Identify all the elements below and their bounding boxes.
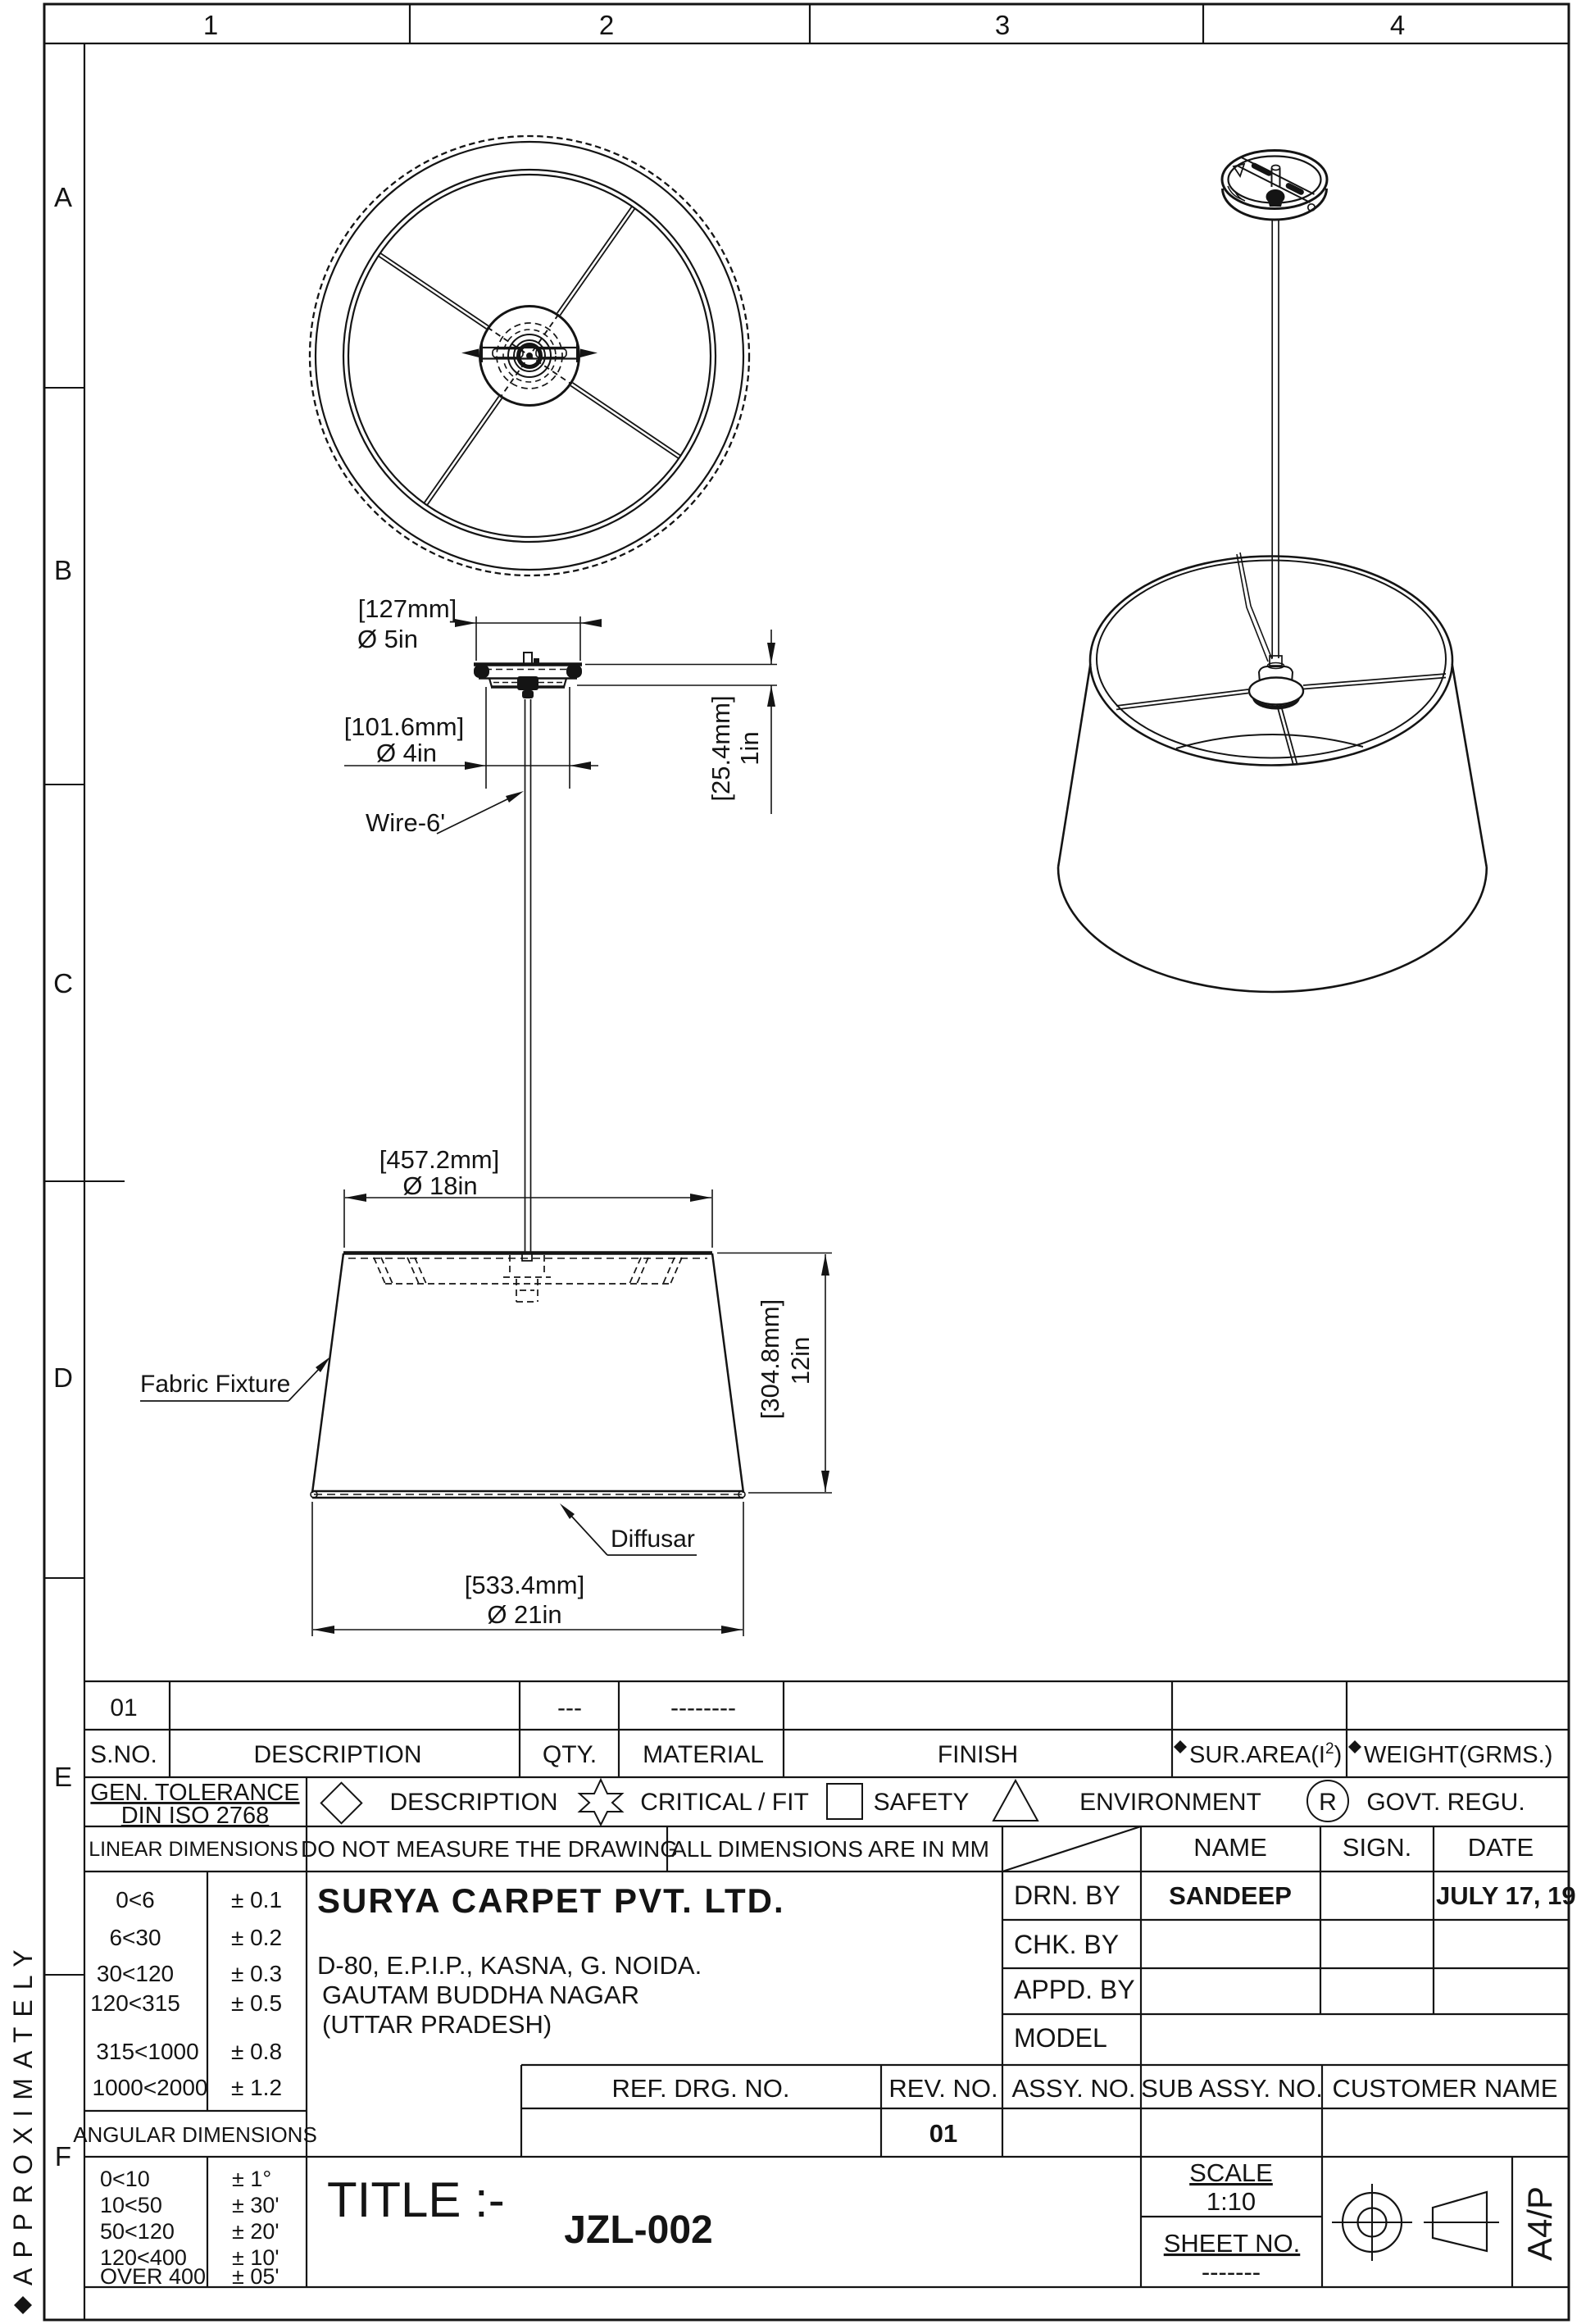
svg-text:CUSTOMER NAME: CUSTOMER NAME [1332, 2074, 1557, 2103]
svg-text:3: 3 [995, 10, 1010, 40]
svg-text:Ø 21in: Ø 21in [487, 1600, 561, 1629]
svg-text:315<1000: 315<1000 [96, 2039, 198, 2064]
svg-text:DIN ISO 2768: DIN ISO 2768 [121, 1803, 270, 1829]
svg-text:GOVT. REGU.: GOVT. REGU. [1366, 1789, 1525, 1816]
svg-text:E: E [54, 1762, 72, 1792]
svg-text:GEN. TOLERANCE: GEN. TOLERANCE [90, 1780, 299, 1806]
svg-text:SIGN.: SIGN. [1343, 1833, 1411, 1862]
svg-text:[304.8mm]: [304.8mm] [756, 1299, 784, 1419]
svg-text:MODEL: MODEL [1014, 2023, 1107, 2053]
svg-text:LINEAR DIMENSIONS: LINEAR DIMENSIONS [89, 1838, 298, 1861]
svg-text:ANGULAR DIMENSIONS: ANGULAR DIMENSIONS [73, 2122, 317, 2147]
svg-text:ASSY. NO.: ASSY. NO. [1011, 2074, 1135, 2103]
svg-text:A: A [54, 182, 72, 212]
svg-text:APPROXIMATELY: APPROXIMATELY [8, 1940, 38, 2285]
svg-text:01: 01 [929, 2119, 957, 2148]
svg-text:1000<2000: 1000<2000 [93, 2075, 208, 2100]
svg-text:B: B [54, 555, 72, 585]
svg-text:(UTTAR PRADESH): (UTTAR PRADESH) [322, 2010, 552, 2039]
svg-text:SAFETY: SAFETY [874, 1789, 970, 1816]
svg-text:DO NOT MEASURE THE DRAWING: DO NOT MEASURE THE DRAWING [301, 1836, 678, 1862]
svg-text:± 0.1: ± 0.1 [231, 1887, 282, 1912]
svg-text:SANDEEP: SANDEEP [1169, 1881, 1292, 1910]
svg-text:10<50: 10<50 [100, 2193, 162, 2217]
svg-text:Ø 18in: Ø 18in [402, 1171, 477, 1200]
svg-text:F: F [55, 2141, 71, 2172]
svg-text:DESCRIPTION: DESCRIPTION [253, 1741, 421, 1768]
svg-text:ENVIRONMENT: ENVIRONMENT [1079, 1789, 1261, 1816]
svg-text:NAME: NAME [1193, 1833, 1267, 1862]
svg-text:[533.4mm]: [533.4mm] [465, 1571, 584, 1599]
svg-text:QTY.: QTY. [543, 1741, 597, 1768]
svg-text:± 0.5: ± 0.5 [231, 1990, 282, 2016]
svg-text:SURYA CARPET PVT. LTD.: SURYA CARPET PVT. LTD. [317, 1881, 785, 1920]
svg-text:MATERIAL: MATERIAL [643, 1741, 764, 1768]
svg-text:D: D [53, 1362, 73, 1393]
svg-text:REF. DRG. NO.: REF. DRG. NO. [611, 2074, 789, 2103]
svg-text:50<120: 50<120 [100, 2219, 175, 2244]
svg-text:JZL-002: JZL-002 [564, 2208, 712, 2252]
svg-text:DRN. BY: DRN. BY [1014, 1881, 1120, 1910]
svg-text:S.NO.: S.NO. [90, 1741, 157, 1768]
svg-text:0<6: 0<6 [116, 1887, 155, 1912]
svg-text:30<120: 30<120 [97, 1961, 174, 1986]
svg-text:1: 1 [203, 10, 218, 40]
svg-text:DESCRIPTION: DESCRIPTION [389, 1789, 557, 1816]
svg-text:Ø 4in: Ø 4in [376, 739, 437, 767]
svg-text:REV. NO.: REV. NO. [888, 2074, 997, 2103]
svg-text:Wire-6': Wire-6' [366, 808, 445, 837]
svg-text:± 0.8: ± 0.8 [231, 2039, 282, 2064]
svg-text:Fabric Fixture: Fabric Fixture [140, 1371, 290, 1398]
svg-text:[127mm]: [127mm] [358, 594, 457, 623]
svg-text:SCALE: SCALE [1189, 2158, 1273, 2187]
svg-text:2: 2 [599, 10, 614, 40]
svg-text:Ø 5in: Ø 5in [357, 625, 418, 653]
svg-text:ALL DIMENSIONS ARE IN MM: ALL DIMENSIONS ARE IN MM [671, 1836, 989, 1862]
svg-text:SHEET NO.: SHEET NO. [1164, 2229, 1301, 2258]
svg-text:4: 4 [1390, 10, 1405, 40]
svg-text:[101.6mm]: [101.6mm] [344, 712, 464, 741]
svg-text:120<400: 120<400 [100, 2245, 187, 2270]
svg-text:Diffusar: Diffusar [611, 1526, 695, 1553]
svg-text:JULY 17, 19: JULY 17, 19 [1436, 1881, 1576, 1910]
svg-text:TITLE :-: TITLE :- [327, 2172, 505, 2227]
svg-text:± 0.3: ± 0.3 [231, 1961, 282, 1986]
svg-text:--------: -------- [670, 1694, 736, 1721]
svg-text:FINISH: FINISH [938, 1741, 1018, 1768]
svg-text:C: C [53, 968, 73, 998]
svg-text:± 1°: ± 1° [232, 2167, 271, 2191]
svg-text:120<315: 120<315 [90, 1990, 180, 2016]
svg-text:± 10': ± 10' [232, 2245, 279, 2270]
svg-text:± 1.2: ± 1.2 [231, 2075, 282, 2100]
svg-text:0<10: 0<10 [100, 2167, 150, 2191]
svg-text:1in: 1in [735, 731, 764, 765]
svg-text:12in: 12in [786, 1337, 815, 1385]
svg-text:WEIGHT(GRMS.): WEIGHT(GRMS.) [1364, 1742, 1552, 1768]
svg-text:[457.2mm]: [457.2mm] [379, 1145, 499, 1174]
svg-text:-------: ------- [1202, 2258, 1261, 2286]
svg-text:OVER 400: OVER 400 [100, 2264, 206, 2289]
svg-text:SUR.AREA(I2): SUR.AREA(I2) [1189, 1740, 1342, 1768]
svg-text:± 0.2: ± 0.2 [231, 1925, 282, 1950]
svg-text:6<30: 6<30 [109, 1925, 161, 1950]
svg-text:± 20': ± 20' [232, 2219, 279, 2244]
svg-text:---: --- [557, 1694, 582, 1721]
svg-text:CRITICAL / FIT: CRITICAL / FIT [640, 1789, 809, 1816]
svg-text:APPD. BY: APPD. BY [1014, 1975, 1135, 2004]
svg-text:R: R [1319, 1789, 1337, 1816]
svg-text:CHK. BY: CHK. BY [1014, 1930, 1119, 1959]
svg-text:D-80, E.P.I.P., KASNA, G. NOID: D-80, E.P.I.P., KASNA, G. NOIDA. [317, 1951, 702, 1980]
svg-text:GAUTAM BUDDHA NAGAR: GAUTAM BUDDHA NAGAR [322, 1981, 639, 2009]
svg-text:1:10: 1:10 [1206, 2187, 1256, 2216]
svg-text:01: 01 [110, 1694, 137, 1721]
svg-text:± 30': ± 30' [232, 2193, 279, 2217]
svg-text:A4/P: A4/P [1520, 2186, 1559, 2261]
svg-text:DATE: DATE [1468, 1833, 1534, 1862]
svg-text:± 05': ± 05' [232, 2264, 279, 2289]
svg-text:[25.4mm]: [25.4mm] [707, 695, 735, 801]
svg-text:SUB ASSY. NO.: SUB ASSY. NO. [1141, 2074, 1323, 2103]
